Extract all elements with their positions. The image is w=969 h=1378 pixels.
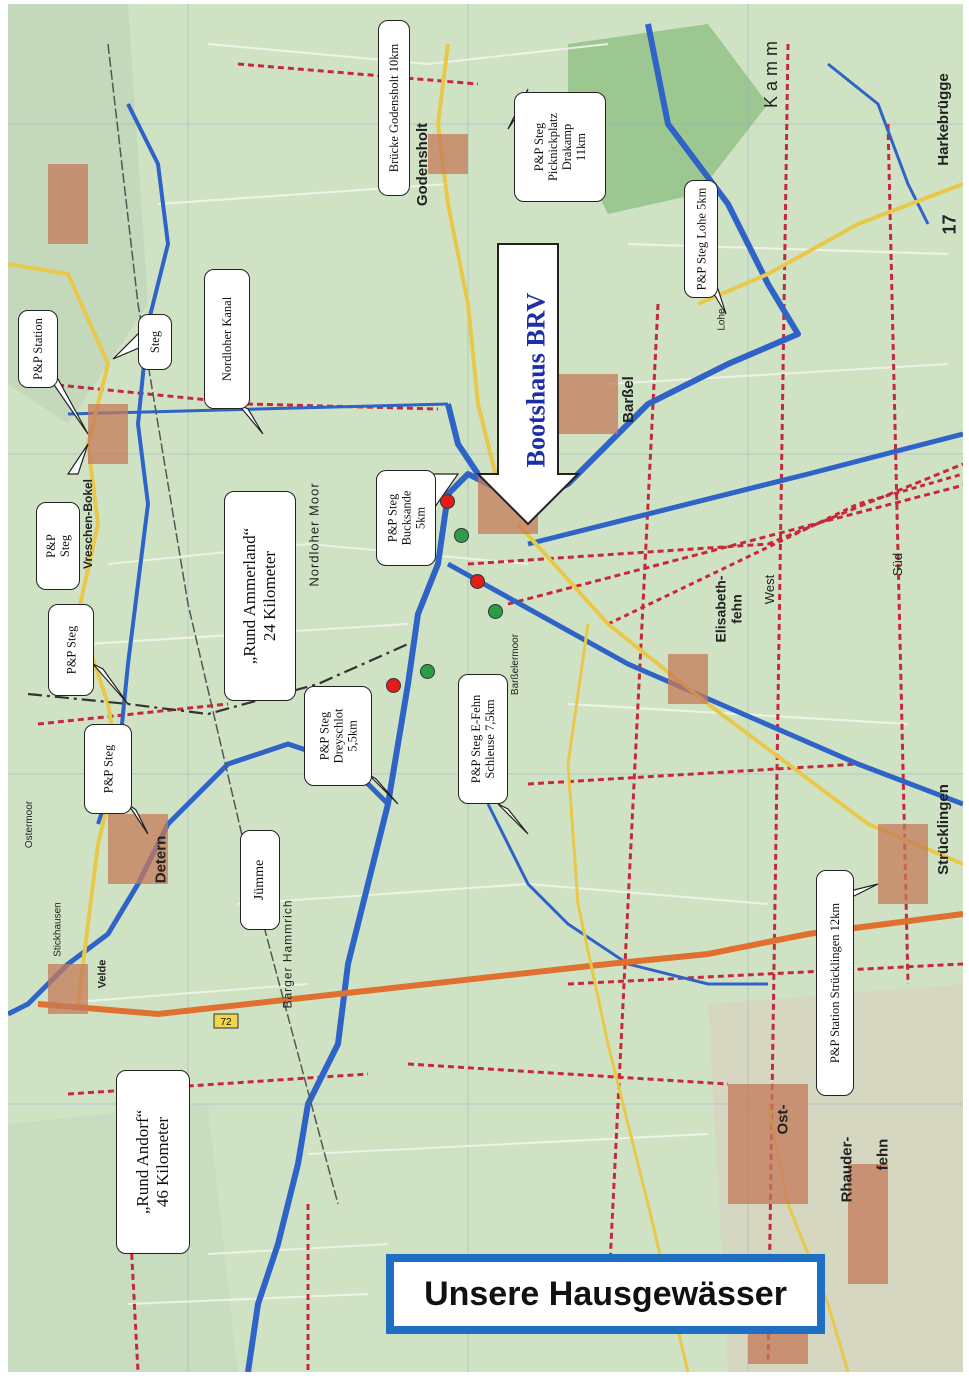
river-south-branch [486,803,768,986]
nordloher-kanal-line [67,402,449,416]
place-struecklingen: Strücklingen [934,783,952,875]
river-west [96,103,171,825]
title-box: Unsere Hausgewässer [386,1254,825,1334]
callout-rund-andorf[interactable]: „Rund Andorf“ 46 Kilometer [116,1070,190,1254]
callout-steg-moor[interactable]: P&P Steg [48,604,94,696]
callout-steg-efehn[interactable]: P&P Steg E-Fehn Schleuse 7,5km [458,674,508,804]
place-barssel: Barßel [619,375,637,423]
place-fehn: fehn [874,1138,892,1170]
river-northeast [827,62,930,225]
title-inner: Unsere Hausgewässer [394,1262,817,1326]
place-harkebruegge: Harkebrügge [934,72,952,166]
elisabethfehn-canal [446,561,963,807]
place-barsselermoor: Barßelermoor [510,633,522,695]
callout-steg-north[interactable]: Steg [138,314,172,370]
callout-steg-bucksande[interactable]: P&P Steg Bucksande 5km [376,470,436,566]
callout-station-hengstforde[interactable]: P&P Station [18,310,58,388]
place-nordloher-moor: Nordloher Moor [306,481,322,587]
place-rhauder: Rhauder- [838,1136,856,1202]
marker-green-3 [420,664,435,679]
river-main [245,23,801,1372]
place-stickhausen: Stickhausen [52,901,64,957]
marker-green-2 [488,604,503,619]
place-godensholt: Godensholt [414,122,432,206]
settlements [48,134,928,1364]
map-sheet-number: 17 [939,213,960,235]
place-velde: Velde [96,959,108,989]
road-number-label: 72 [220,1017,232,1028]
district-boundary [27,642,409,716]
place-sued: Süd [890,552,906,576]
marker-green-1 [454,528,469,543]
bootshaus-arrow [475,243,581,526]
bootshaus-label[interactable]: Bootshaus BRV [521,292,551,468]
canal-east [527,431,963,547]
map-title: Unsere Hausgewässer [424,1274,787,1313]
place-detern: Detern [152,835,170,883]
pointer-steg-vb [66,443,89,475]
place-ostermoor: Ostermoor [24,800,36,848]
callout-steg-drakamp[interactable]: P&P Steg Picknickplatz Drakamp 11km [514,92,606,202]
place-ost: Ost- [774,1104,792,1134]
callout-rund-ammerland[interactable]: „Rund Ammerland“ 24 Kilometer [224,491,296,701]
marker-red-2 [470,574,485,589]
pointer-steg-detern [127,803,149,835]
place-west: West [762,574,778,604]
callout-juemme[interactable]: Jümme [240,830,280,930]
place-elisabethfehn: Elisabeth- fehn [712,575,744,643]
callout-steg-detern[interactable]: P&P Steg [84,724,132,814]
callout-bruecke-godensholt[interactable]: Brücke Godensholt 10km [378,20,410,196]
road-lohe [697,182,963,306]
pointer-dreyschlot [367,773,399,805]
canal-route-east [607,472,963,626]
pointer-efehn [497,803,529,835]
pointer-steg-moor [92,663,129,705]
road-elisabethfehn [566,623,690,1372]
callout-nordloher-kanal[interactable]: Nordloher Kanal [204,269,250,409]
callout-steg-vreschen-bokel[interactable]: P&P Steg [36,502,80,590]
road-b72 [37,911,963,1018]
place-vreschen-bokel: Vreschen-Bokel [81,478,96,570]
railway [107,43,339,1205]
marker-red-3 [386,678,401,693]
place-barger-hammrich: Barger Hammrich [281,899,295,1009]
callout-steg-dreyschlot[interactable]: P&P Steg Dreyschlot 5,5km [304,686,372,786]
place-kamm: K a m m [760,40,781,108]
callout-station-strucklingen[interactable]: P&P Station Strücklingen 12km [816,870,854,1096]
place-lohe: Lohe [716,307,728,331]
river-north-arm [445,403,481,476]
road-shield [213,1013,239,1029]
map-area: 72 P&P Station Steg Nordloher Kanal P&P … [8,4,963,1372]
marker-red-1 [440,494,455,509]
callout-steg-lohe[interactable]: P&P Steg Lohe 5km [684,180,718,298]
